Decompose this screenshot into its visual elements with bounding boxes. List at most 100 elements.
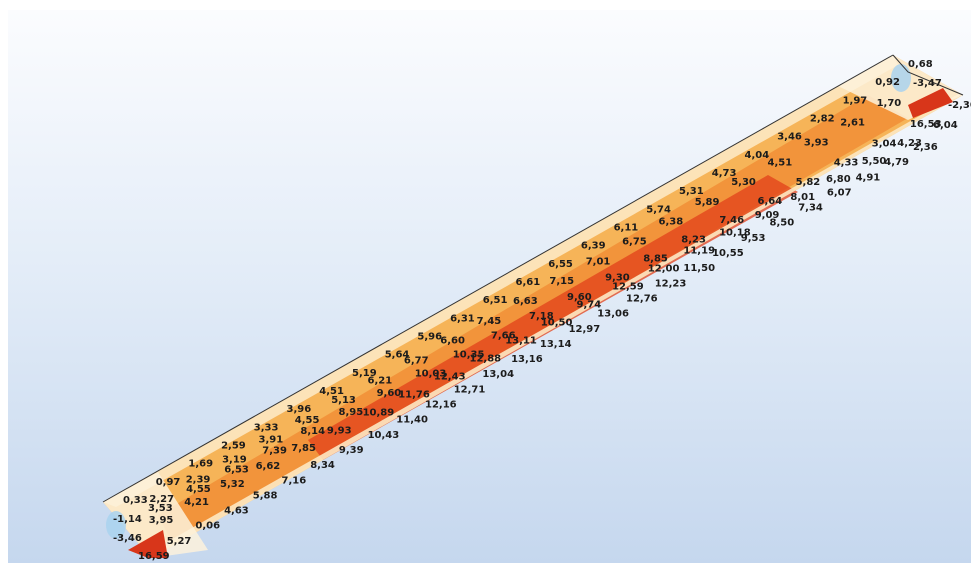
value-label: 10,03 (415, 369, 447, 380)
value-label: 6,55 (548, 259, 573, 270)
value-label: 5,82 (796, 177, 821, 188)
value-label: 2,82 (810, 114, 835, 125)
beam-stress-map: 0,33 0,97 1,69 2,59 3,33 3,96 4,51 5,19 5,64 5,96… (102, 54, 971, 562)
value-label: -1,14 (113, 514, 142, 525)
value-label: 13,14 (540, 339, 572, 350)
value-label: 1,69 (188, 459, 213, 470)
value-labels: 0,33 0,97 1,69 2,59 3,33 3,96 4,51 5,19 5,64 5,96… (113, 59, 971, 562)
3d-viewport[interactable]: 0,33 0,97 1,69 2,59 3,33 3,96 4,51 5,19 5,64 5,96… (8, 10, 971, 563)
value-label: 7,18 (529, 311, 554, 322)
value-label: 16,53 (910, 119, 942, 130)
value-label: 8,01 (790, 192, 815, 203)
value-label: 12,16 (425, 400, 457, 411)
value-label: 4,21 (184, 497, 209, 508)
value-label: 9,39 (339, 445, 364, 456)
value-label: 0,92 (875, 77, 900, 88)
value-label: 6,61 (516, 277, 541, 288)
value-label: 6,51 (483, 295, 508, 306)
value-label: 13,04 (482, 369, 514, 380)
value-label: 5,19 (352, 368, 377, 379)
value-label: 1,70 (877, 98, 902, 109)
value-label: 5,74 (646, 204, 671, 215)
value-label: 11,76 (398, 389, 430, 400)
value-label: 2,59 (221, 441, 246, 452)
value-label: 3,46 (777, 132, 802, 143)
value-label: 3,95 (149, 515, 174, 526)
value-label: 12,43 (434, 371, 466, 382)
value-label: 6,38 (659, 217, 684, 228)
value-label: 2,27 (149, 494, 174, 505)
value-label: 5,96 (417, 332, 442, 343)
value-label: 4,23 (897, 138, 922, 149)
beam-hot-strip (308, 175, 798, 460)
value-label: 7,01 (586, 256, 611, 267)
value-label: 1,97 (843, 95, 868, 106)
value-label: 5,64 (385, 350, 410, 361)
value-label: 10,18 (719, 228, 751, 239)
value-label: 5,30 (731, 177, 756, 188)
value-label: 7,16 (282, 475, 307, 486)
value-label: 5,32 (220, 479, 245, 490)
value-label: 3,96 (287, 404, 312, 415)
value-label: 10,35 (453, 350, 485, 361)
value-label: 9,30 (605, 273, 630, 284)
beam-end-low (103, 472, 208, 558)
value-label: 6,64 (758, 196, 783, 207)
value-label: 5,27 (167, 536, 192, 547)
beam-edge-left (103, 55, 898, 507)
value-label: 6,62 (256, 461, 281, 472)
value-label: 0,68 (908, 59, 933, 70)
value-label: 4,04 (745, 150, 770, 161)
beam-end-line (892, 54, 964, 96)
value-label: 5,50 (862, 156, 887, 167)
value-label: -3,47 (913, 78, 942, 89)
value-label: 3,19 (222, 455, 247, 466)
value-label: 6,77 (404, 356, 429, 367)
value-label: 10,89 (363, 407, 395, 418)
peak-zone-high (908, 88, 953, 118)
value-label: 2,39 (186, 474, 211, 485)
value-label: 0,97 (156, 477, 181, 488)
value-label: 12,76 (626, 294, 658, 305)
value-label: 6,39 (581, 241, 606, 252)
value-label: 4,51 (768, 157, 793, 168)
value-label: 12,23 (655, 278, 687, 289)
value-label: 0,06 (195, 521, 220, 532)
value-label: 2,36 (913, 142, 938, 153)
value-label: 9,60 (567, 292, 592, 303)
value-label: 7,45 (477, 316, 502, 327)
value-label: 6,21 (368, 375, 393, 386)
value-label: -2,30 (948, 100, 971, 111)
value-label: 6,75 (622, 237, 647, 248)
value-label: 5,13 (331, 395, 356, 406)
value-label: 6,31 (450, 313, 475, 324)
value-label: 11,40 (396, 415, 428, 426)
value-label: -3,46 (113, 533, 142, 544)
value-label: 4,73 (712, 168, 737, 179)
value-label: 3,53 (148, 503, 173, 514)
value-label: 4,55 (295, 415, 320, 426)
value-label: 7,46 (719, 215, 744, 226)
value-label: 11,50 (683, 263, 715, 274)
value-label: 3,04 (872, 138, 897, 149)
value-label: 3,33 (254, 422, 279, 433)
value-label: 13,16 (511, 354, 543, 365)
value-label: 9,93 (327, 425, 352, 436)
value-label: 10,55 (712, 248, 744, 259)
value-label: 9,53 (741, 233, 766, 244)
value-label: 3,93 (804, 138, 829, 149)
value-label: 9,74 (577, 300, 602, 311)
value-label: 4,79 (884, 157, 909, 168)
value-label: 8,34 (310, 460, 335, 471)
value-label: 13,06 (597, 309, 629, 320)
value-label: 6,11 (614, 223, 639, 234)
value-label: 0,33 (123, 495, 148, 506)
value-label: 12,00 (648, 264, 680, 275)
value-label: 8,85 (643, 254, 668, 265)
value-label: 8,23 (681, 234, 706, 245)
value-label: 7,15 (549, 276, 574, 287)
negative-zone-low (106, 511, 126, 539)
value-label: 4,51 (319, 386, 344, 397)
value-label: 4,33 (834, 158, 859, 169)
value-label: 6,07 (827, 187, 852, 198)
